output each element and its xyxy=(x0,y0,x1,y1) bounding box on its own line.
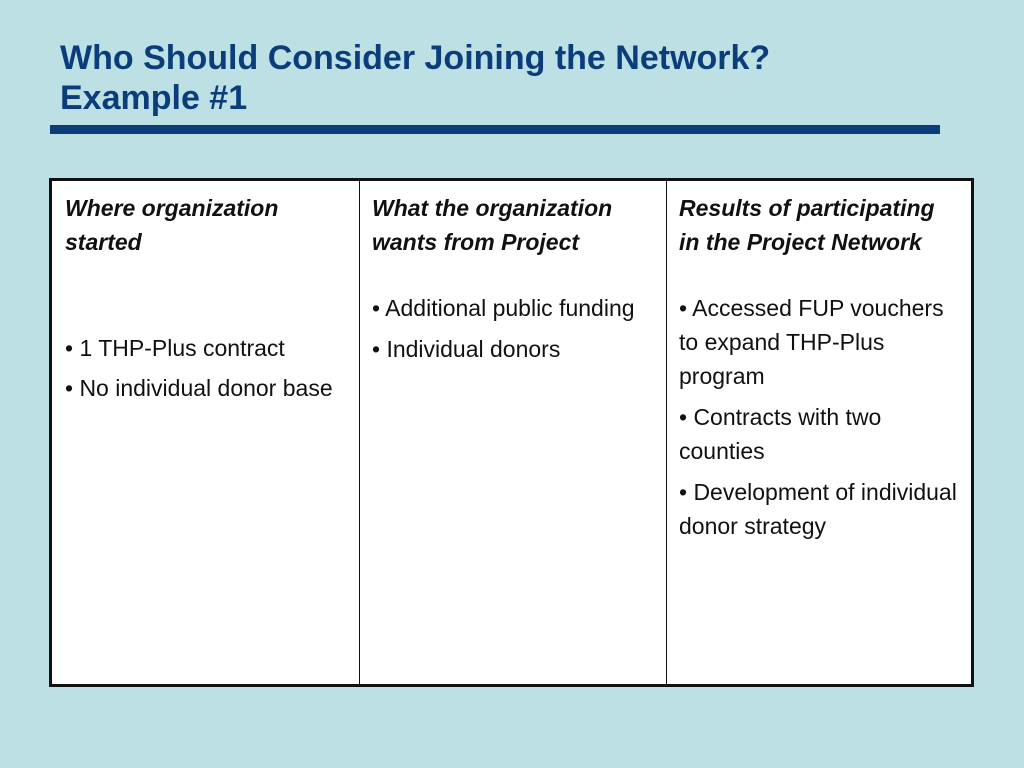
column-what-wants: What the organization wants from Project… xyxy=(359,179,667,686)
bullet-list: • Accessed FUP vouchers to expand THP-Pl… xyxy=(679,291,961,543)
title-underline xyxy=(50,125,940,134)
list-item: • Contracts with two counties xyxy=(679,404,882,464)
bullet-list: • 1 THP-Plus contract • No individual do… xyxy=(65,331,349,405)
list-item: • 1 THP-Plus contract xyxy=(65,335,285,361)
column-header: Where organization started xyxy=(65,195,279,255)
list-item: • Accessed FUP vouchers to expand THP-Pl… xyxy=(679,295,944,389)
slide-title-line-1: Who Should Consider Joining the Network? xyxy=(60,39,771,77)
bullet-list: • Additional public funding • Individual… xyxy=(372,291,656,366)
column-results: Results of participating in the Project … xyxy=(666,179,973,686)
comparison-table: Where organization started • 1 THP-Plus … xyxy=(49,178,974,687)
slide-title-line-2: Example #1 xyxy=(60,79,248,117)
slide-title: Who Should Consider Joining the Network?… xyxy=(60,38,960,118)
table-row: Where organization started • 1 THP-Plus … xyxy=(50,179,973,686)
column-header: Results of participating in the Project … xyxy=(679,195,935,255)
list-item: • Development of individual donor strate… xyxy=(679,479,957,539)
column-where-started: Where organization started • 1 THP-Plus … xyxy=(50,179,360,686)
column-header: What the organization wants from Project xyxy=(372,195,613,255)
list-item: • Individual donors xyxy=(372,336,561,362)
list-item: • Additional public funding xyxy=(372,295,635,321)
list-item: • No individual donor base xyxy=(65,375,333,401)
